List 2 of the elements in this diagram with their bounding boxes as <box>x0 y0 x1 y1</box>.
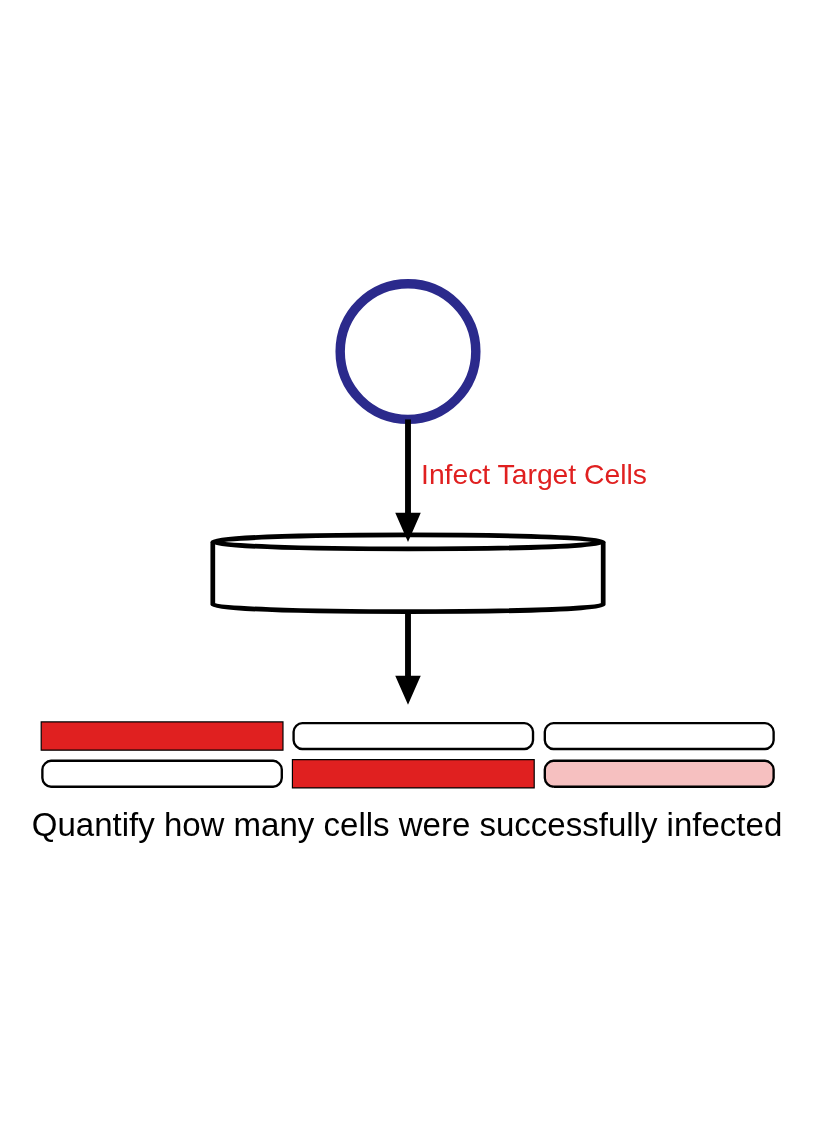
edge-label: Infect Target Cells <box>421 458 647 491</box>
node-label: Quantify how many cells were successfully infected <box>31 805 783 843</box>
